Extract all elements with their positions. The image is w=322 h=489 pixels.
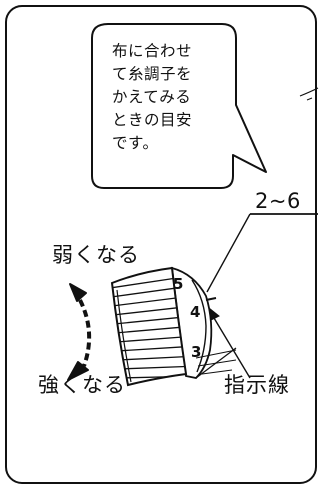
dial-number: 3 <box>191 343 202 361</box>
dial-number: 4 <box>190 303 201 321</box>
decorative-stroke <box>299 87 319 97</box>
dial-number: 5 <box>173 275 184 293</box>
range-leader-line <box>206 213 251 293</box>
bubble-text-line: です。 <box>112 134 159 152</box>
speech-bubble <box>91 23 267 189</box>
range-label: 2~6 <box>255 189 301 213</box>
indicator-arrowhead <box>208 306 220 321</box>
decorative-stroke <box>306 97 313 101</box>
weaker-label: 弱くなる <box>52 243 140 267</box>
bubble-text-line: て糸調子を <box>112 65 193 83</box>
bubble-text-line: 布に合わせ <box>112 42 193 60</box>
outer-frame <box>5 5 317 484</box>
bubble-text-line: かえてみる <box>112 88 192 106</box>
bubble-text: 布に合わせ て糸調子を かえてみる ときの目安 です。 <box>112 40 214 155</box>
bubble-text-line: ときの目安 <box>112 111 193 129</box>
dial-knob <box>110 266 188 387</box>
rotation-arrow <box>67 283 92 381</box>
knob-shading <box>116 289 132 383</box>
indicator-label: 指示線 <box>224 373 290 397</box>
indicator-leader-line <box>213 317 251 379</box>
base-edge <box>195 347 237 379</box>
dial-scale-arc <box>191 279 207 373</box>
stronger-label: 強くなる <box>38 373 126 397</box>
indicator-mark <box>205 297 217 301</box>
